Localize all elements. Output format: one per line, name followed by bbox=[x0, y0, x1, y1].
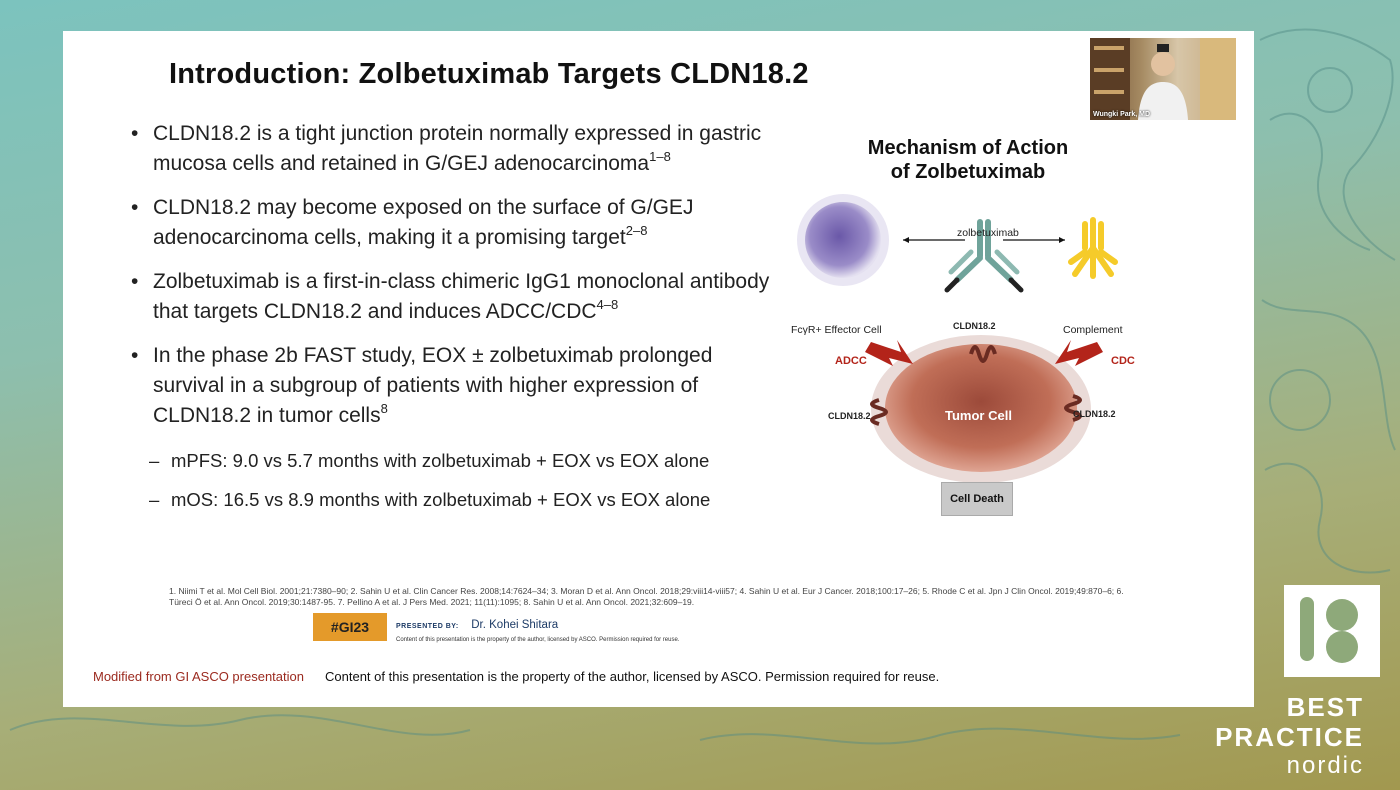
cdc-arrow bbox=[1055, 340, 1103, 366]
conference-tag: #GI23 bbox=[313, 613, 387, 641]
presenter-name-label: Wungki Park, MD bbox=[1093, 111, 1151, 118]
cldn-right-label: CLDN18.2 bbox=[1073, 409, 1116, 419]
bullet-text: CLDN18.2 may become exposed on the surfa… bbox=[153, 196, 694, 249]
footer-modified-note: Modified from GI ASCO presentation bbox=[93, 669, 304, 684]
presented-by: PRESENTED BY: Dr. Kohei Shitara Content … bbox=[396, 615, 680, 643]
antibody-icon bbox=[944, 219, 1024, 293]
brand-word-best: BEST bbox=[1286, 692, 1364, 722]
mechanism-diagram: Mechanism of Action of Zolbetuximab bbox=[785, 126, 1185, 526]
sub-bullet-mos: mOS: 16.5 vs 8.9 months with zolbetuxima… bbox=[129, 488, 789, 512]
bullet-citation: 1–8 bbox=[649, 149, 671, 164]
bullet-citation: 2–8 bbox=[625, 223, 648, 238]
cldn-top-label: CLDN18.2 bbox=[953, 321, 996, 331]
zolbetuximab-label: zolbetuximab bbox=[957, 227, 1019, 239]
slide-title: Introduction: Zolbetuximab Targets CLDN1… bbox=[169, 58, 809, 90]
footer-rights-note: Content of this presentation is the prop… bbox=[325, 669, 940, 684]
sub-bullet-mpfs: mPFS: 9.0 vs 5.7 months with zolbetuxima… bbox=[129, 449, 789, 473]
bullet-item: CLDN18.2 is a tight junction protein nor… bbox=[129, 119, 789, 179]
diagram-graphics bbox=[797, 194, 1118, 510]
diagram-title-line2: of Zolbetuximab bbox=[890, 161, 1046, 183]
slide: Introduction: Zolbetuximab Targets CLDN1… bbox=[63, 31, 1254, 707]
presenter-video bbox=[1090, 38, 1236, 120]
bullet-text: In the phase 2b FAST study, EOX ± zolbet… bbox=[153, 344, 713, 427]
presenter-name: Dr. Kohei Shitara bbox=[471, 619, 559, 631]
bullet-list: CLDN18.2 is a tight junction protein nor… bbox=[129, 119, 789, 527]
presenter-webcam: Wungki Park, MD bbox=[1090, 38, 1236, 120]
brand-logo-icon bbox=[1284, 585, 1380, 677]
cldn-left-label: CLDN18.2 bbox=[828, 411, 871, 421]
brand-word-practice: PRACTICE bbox=[1215, 722, 1364, 752]
bullet-item: Zolbetuximab is a first-in-class chimeri… bbox=[129, 267, 789, 327]
brand-word-nordic: nordic bbox=[1286, 752, 1364, 779]
references: 1. Niimi T et al. Mol Cell Biol. 2001;21… bbox=[169, 586, 1124, 607]
effector-cell-label: FcγR+ Effector Cell bbox=[791, 324, 882, 336]
adcc-label: ADCC bbox=[835, 355, 867, 367]
bullet-citation: 4–8 bbox=[596, 297, 619, 312]
bullet-text: CLDN18.2 is a tight junction protein nor… bbox=[153, 122, 762, 175]
diagram-title: Mechanism of Action of Zolbetuximab bbox=[785, 136, 1151, 184]
brand-logo-block: BEST PRACTICE nordic bbox=[1215, 585, 1382, 785]
bullet-text: Zolbetuximab is a first-in-class chimeri… bbox=[153, 270, 770, 323]
presented-copyright: Content of this presentation is the prop… bbox=[396, 637, 680, 643]
diagram-title-line1: Mechanism of Action bbox=[867, 137, 1069, 159]
bullet-item: In the phase 2b FAST study, EOX ± zolbet… bbox=[129, 341, 789, 431]
cell-death-box: Cell Death bbox=[941, 482, 1013, 516]
complement-label: Complement bbox=[1063, 324, 1123, 336]
tumor-cell-label: Tumor Cell bbox=[945, 408, 1012, 423]
bullet-item: CLDN18.2 may become exposed on the surfa… bbox=[129, 193, 789, 253]
adcc-arrow bbox=[865, 340, 913, 366]
cdc-label: CDC bbox=[1111, 355, 1135, 367]
presented-by-label: PRESENTED BY: bbox=[396, 623, 459, 630]
bullet-citation: 8 bbox=[380, 401, 388, 416]
complement-icon bbox=[1068, 217, 1118, 279]
